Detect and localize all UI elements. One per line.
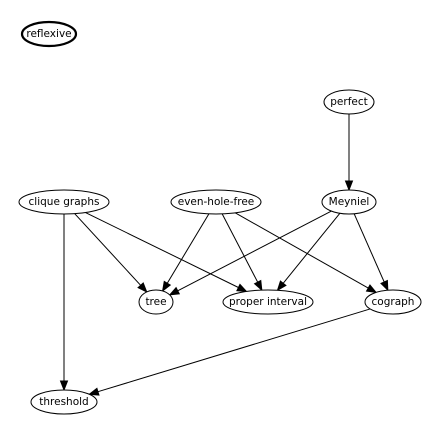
- node-label: tree: [145, 296, 166, 308]
- edge-clique_graphs-to-tree: [74, 213, 148, 293]
- edge-line: [234, 212, 369, 289]
- arrowhead: [344, 180, 354, 192]
- edge-meyniel-to-cograph: [353, 213, 389, 292]
- edge-meyniel-to-proper_interval: [276, 212, 341, 292]
- node-clique-graphs: clique graphs: [18, 189, 110, 215]
- node-cograph: cograph: [364, 289, 422, 315]
- arrowhead: [276, 280, 287, 292]
- arrowhead: [253, 279, 263, 292]
- node-ellipse: [18, 189, 110, 215]
- node-label: clique graphs: [29, 196, 100, 208]
- edge-line: [282, 212, 341, 284]
- edge-line: [74, 213, 142, 286]
- node-even-hole-free: even-hole-free: [170, 189, 262, 215]
- edge-line: [221, 213, 259, 283]
- arrowhead: [161, 280, 172, 293]
- edge-perfect-to-meyniel: [344, 114, 354, 192]
- node-ellipse: [321, 189, 377, 215]
- node-label: threshold: [39, 396, 88, 408]
- edge-line: [85, 212, 239, 288]
- node-tree: tree: [138, 289, 174, 315]
- node-proper-interval: proper interval: [222, 289, 314, 315]
- node-label: perfect: [330, 96, 368, 108]
- node-threshold: threshold: [30, 389, 98, 415]
- node-label: Meyniel: [329, 196, 370, 208]
- node-ellipse: [222, 289, 314, 315]
- edge-clique_graphs-to-threshold: [59, 214, 69, 392]
- node-ellipse: [323, 89, 375, 115]
- node-ellipse: [20, 20, 78, 48]
- node-ellipse: [30, 389, 98, 415]
- edge-line: [166, 213, 210, 284]
- arrowhead: [87, 387, 100, 396]
- arrowhead: [137, 282, 148, 293]
- node-ellipse: [170, 189, 262, 215]
- nodes-layer: reflexive perfect clique graphs even-hole-f…: [18, 20, 422, 415]
- edge-clique_graphs-to-proper_interval: [85, 212, 248, 293]
- node-ellipse: [138, 289, 174, 315]
- node-label: proper interval: [229, 296, 307, 308]
- edge-meyniel-to-tree: [168, 210, 332, 296]
- node-label: even-hole-free: [178, 196, 255, 208]
- node-label: cograph: [372, 296, 415, 308]
- arrowhead: [236, 283, 248, 293]
- arrowhead: [365, 284, 378, 294]
- edges-layer: [59, 114, 389, 396]
- edge-even_hole_free-to-cograph: [234, 212, 378, 294]
- arrowhead: [59, 380, 69, 392]
- node-meyniel: Meyniel: [321, 189, 377, 215]
- edge-even_hole_free-to-proper_interval: [221, 213, 263, 292]
- edge-line: [97, 308, 371, 393]
- edge-line: [353, 213, 385, 283]
- node-ellipse: [364, 289, 422, 315]
- node-reflexive: reflexive: [20, 20, 78, 48]
- node-label: reflexive: [26, 28, 71, 40]
- arrowhead: [380, 279, 389, 292]
- edge-line: [177, 210, 332, 292]
- edge-even_hole_free-to-tree: [161, 213, 210, 293]
- node-perfect: perfect: [323, 89, 375, 115]
- arrowhead: [168, 286, 181, 296]
- edge-cograph-to-threshold: [87, 308, 371, 396]
